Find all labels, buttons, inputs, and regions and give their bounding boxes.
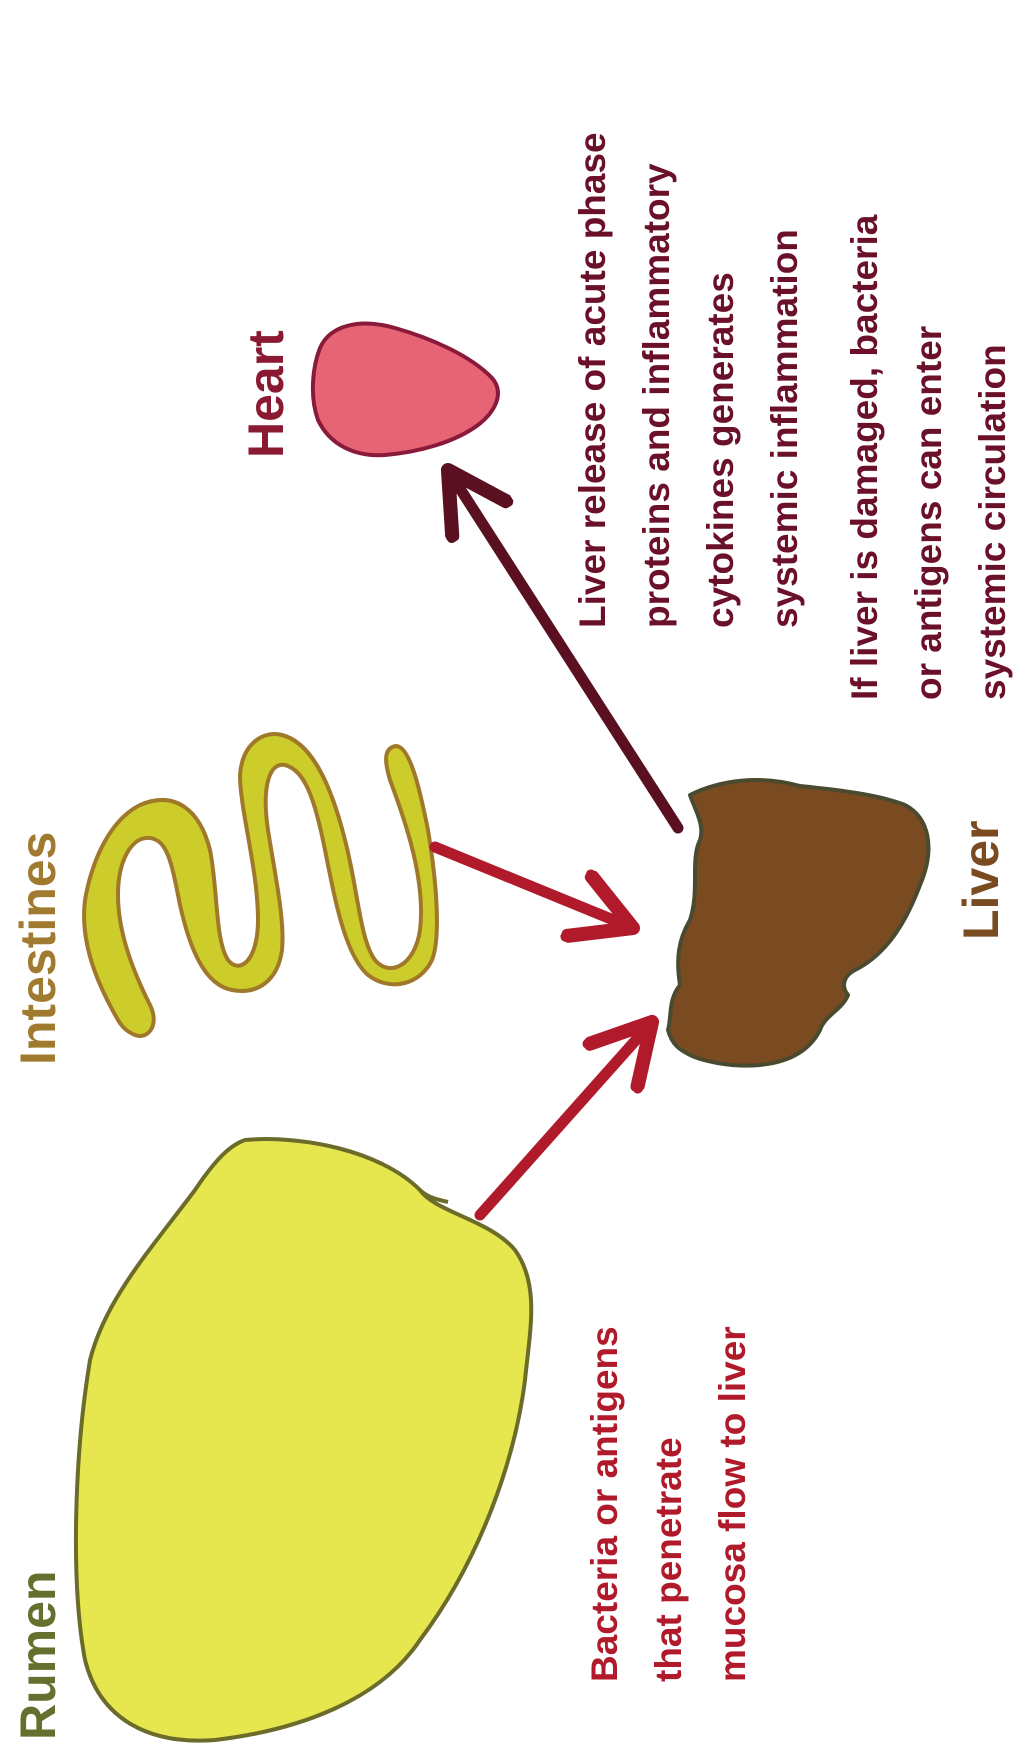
intestines-shape (84, 734, 437, 1036)
intestines-label: Intestines (10, 832, 66, 1065)
arrow-rumen-to-liver (480, 1022, 652, 1215)
annotation-line: systemic inflammation (764, 229, 805, 628)
annotation-line: that penetrate (648, 1437, 689, 1682)
annotation-line: systemic circulation (972, 344, 1013, 700)
annotation-line: Liver release of acute phase (572, 132, 613, 628)
rumen-shape (76, 1139, 531, 1741)
annotation-line: If liver is damaged, bacteria (844, 214, 885, 700)
liver-label: Liver (953, 820, 1009, 940)
annotation-line: mucosa flow to liver (712, 1326, 753, 1682)
heart-shape (313, 324, 498, 456)
rumen-label: Rumen (10, 1571, 66, 1740)
annotation-line: Bacteria or antigens (584, 1326, 625, 1682)
annotation-line: or antigens can enter (908, 326, 949, 700)
arrow-intestines-to-liver (435, 847, 633, 928)
annotation-line: proteins and inflammatory (636, 163, 677, 628)
annotation-liver-damage: If liver is damaged, bacteria or antigen… (844, 214, 1013, 700)
annotation-liver-inflammation: Liver release of acute phase proteins an… (572, 132, 805, 628)
annotation-line: cytokines generates (700, 272, 741, 628)
liver-shape (668, 780, 928, 1066)
heart-label: Heart (238, 330, 294, 458)
annotation-rumen-to-liver: Bacteria or antigens that penetrate muco… (584, 1326, 753, 1682)
